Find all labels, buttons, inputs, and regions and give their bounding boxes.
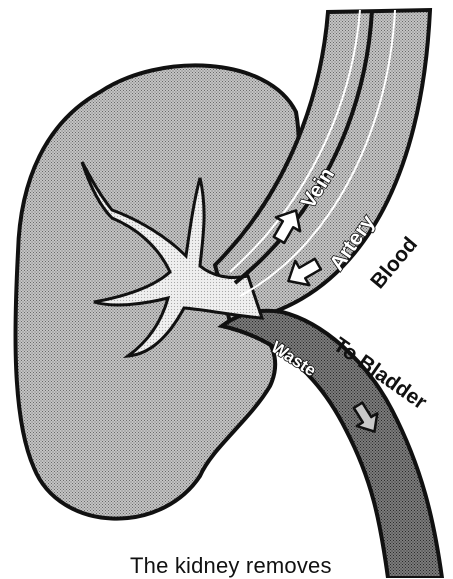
blood-label: Blood <box>366 233 422 293</box>
diagram-caption: The kidney removes <box>130 553 332 579</box>
